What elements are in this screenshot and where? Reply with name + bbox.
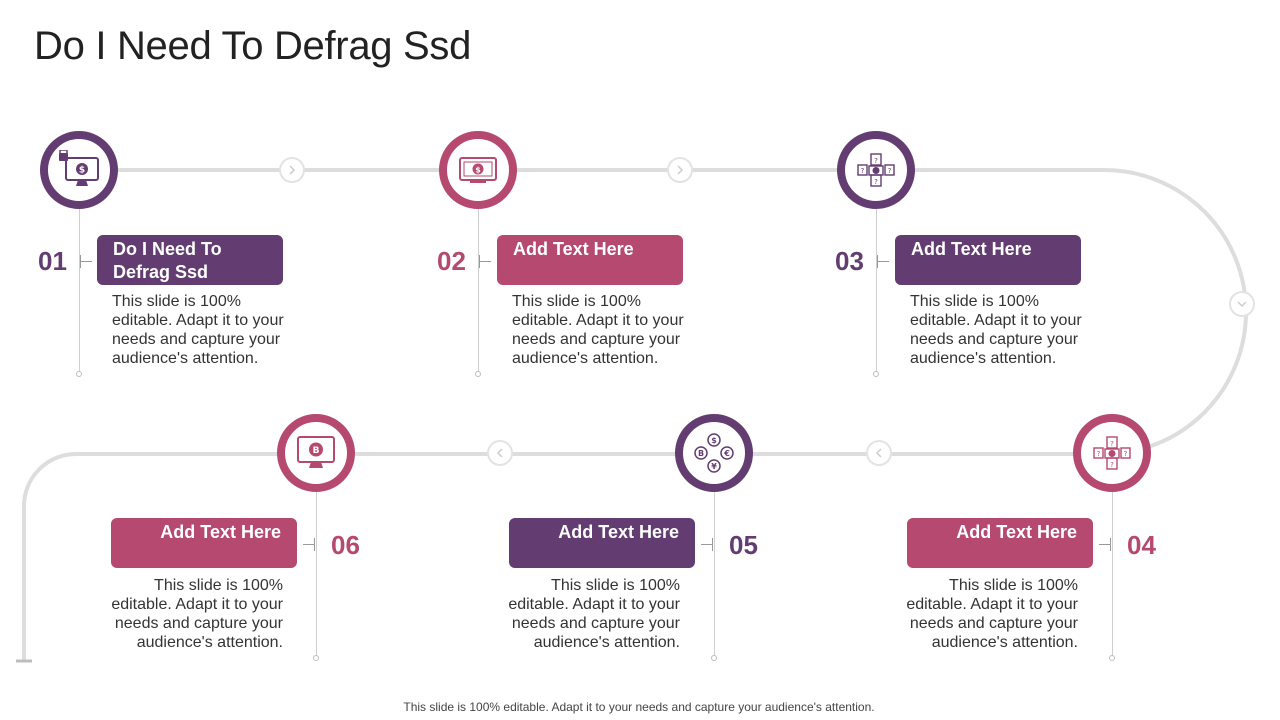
step-description: This slide is 100% editable. Adapt it to…: [112, 293, 284, 367]
dollar-network-icon: ? ? ? ?: [1093, 436, 1131, 470]
svg-text:B: B: [313, 446, 320, 456]
step-description: This slide is 100% editable. Adapt it to…: [906, 577, 1078, 651]
monitor-bitcoin-icon: B: [297, 436, 335, 468]
step-number: 01: [38, 246, 67, 276]
arrow-right-icon: [279, 157, 305, 183]
step-1-node: $: [40, 131, 118, 209]
svg-text:?: ?: [1097, 450, 1101, 458]
arrow-left-icon: [487, 440, 513, 466]
arrow-down-icon: [1229, 291, 1255, 317]
step-connector-end: [1109, 655, 1115, 661]
step-heading: Add Text Here: [111, 518, 297, 568]
svg-text:B: B: [698, 449, 704, 458]
step-heading: Add Text Here: [497, 235, 683, 285]
step-tick: [80, 255, 92, 268]
svg-text:$: $: [711, 436, 717, 445]
step-heading: Do I Need To Defrag Ssd: [97, 235, 283, 285]
step-heading: Add Text Here: [895, 235, 1081, 285]
step-description: This slide is 100% editable. Adapt it to…: [910, 293, 1082, 367]
monitor-dollar-icon: $: [59, 150, 99, 186]
step-tick: [701, 538, 713, 551]
step-description: This slide is 100% editable. Adapt it to…: [512, 293, 684, 367]
step-tick: [479, 255, 491, 268]
step-connector: [478, 209, 479, 372]
svg-text:$: $: [475, 166, 481, 175]
step-heading: Add Text Here: [509, 518, 695, 568]
step-description: This slide is 100% editable. Adapt it to…: [111, 577, 283, 651]
step-connector-end: [313, 655, 319, 661]
svg-text:?: ?: [874, 178, 878, 186]
svg-text:€: €: [723, 449, 730, 458]
step-number: 03: [835, 246, 864, 276]
screen-dollar-icon: $: [459, 157, 497, 183]
step-tick: [1099, 538, 1111, 551]
dollar-network-icon: ? ? ? ?: [857, 153, 895, 187]
step-description: This slide is 100% editable. Adapt it to…: [508, 577, 680, 651]
step-tick: [877, 255, 889, 268]
step-connector: [714, 492, 715, 656]
step-5-node: $ B € ¥: [675, 414, 753, 492]
arrow-left-icon: [866, 440, 892, 466]
step-connector: [876, 209, 877, 372]
slide-title: Do I Need To Defrag Ssd: [34, 24, 472, 68]
step-connector-end: [475, 371, 481, 377]
svg-text:?: ?: [861, 167, 865, 175]
svg-text:¥: ¥: [711, 462, 717, 471]
step-number: 06: [331, 530, 360, 560]
footer-note: This slide is 100% editable. Adapt it to…: [403, 700, 875, 714]
svg-text:$: $: [79, 166, 85, 176]
arrow-right-icon: [667, 157, 693, 183]
step-connector: [316, 492, 317, 656]
svg-text:?: ?: [888, 167, 892, 175]
step-number: 05: [729, 530, 758, 560]
step-heading: Add Text Here: [907, 518, 1093, 568]
step-6-node: B: [277, 414, 355, 492]
step-connector: [79, 209, 80, 372]
step-connector-end: [711, 655, 717, 661]
step-connector-end: [76, 371, 82, 377]
svg-text:?: ?: [874, 157, 878, 165]
currency-coins-icon: $ B € ¥: [694, 433, 734, 473]
step-2-node: $: [439, 131, 517, 209]
svg-text:?: ?: [1110, 461, 1114, 469]
step-number: 02: [437, 246, 466, 276]
step-4-node: ? ? ? ?: [1073, 414, 1151, 492]
step-tick: [303, 538, 315, 551]
step-connector-end: [873, 371, 879, 377]
step-number: 04: [1127, 530, 1156, 560]
svg-text:?: ?: [1110, 440, 1114, 448]
step-3-node: ? ? ? ?: [837, 131, 915, 209]
step-connector: [1112, 492, 1113, 656]
svg-text:?: ?: [1124, 450, 1128, 458]
